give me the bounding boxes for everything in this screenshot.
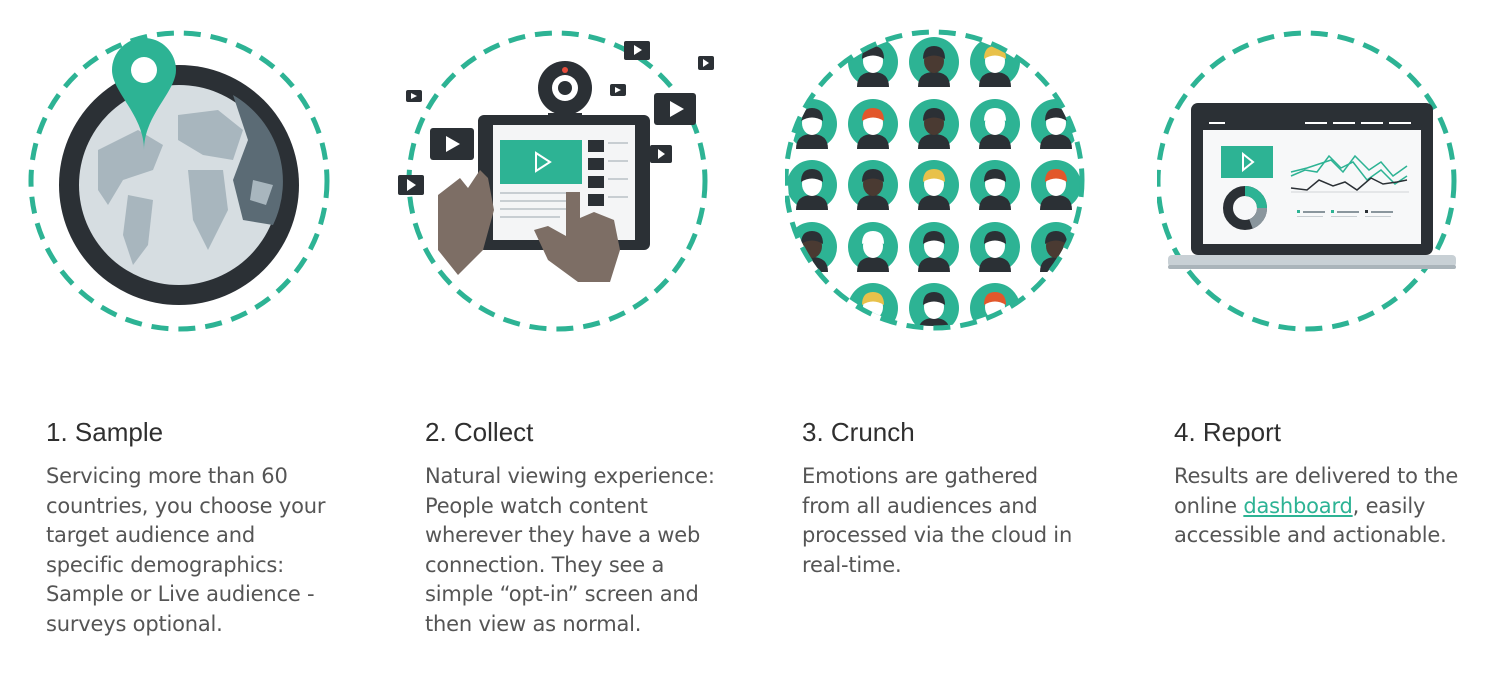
face-avatar-icon [909, 160, 959, 210]
step-title: 2. Collect [425, 417, 534, 447]
face-avatar-icon [970, 99, 1020, 149]
step-description: Results are delivered to the online dash… [1174, 464, 1459, 547]
face-avatar-icon [909, 222, 959, 272]
audience-illustration [783, 20, 1091, 345]
continent-americas [98, 130, 163, 205]
continent-europe [178, 110, 243, 160]
step-description: Servicing more than 60 countries, you ch… [46, 464, 326, 636]
continent-south-america [123, 195, 153, 265]
dashboard-link[interactable]: dashboard [1243, 493, 1353, 518]
laptop-illustration [1155, 20, 1463, 345]
face-avatar-icon [848, 222, 898, 272]
play-icon [535, 151, 552, 173]
left-hand-icon [438, 170, 494, 275]
dashed-ring [28, 30, 330, 332]
step-collect: 2. Collect Natural viewing experience: P… [425, 414, 723, 639]
face-avatar-icon [848, 160, 898, 210]
right-hand-icon [534, 192, 620, 282]
globe-illustration [28, 20, 334, 345]
legend-icon [1297, 210, 1393, 217]
continent-africa [188, 170, 228, 250]
face-avatar-icon [970, 160, 1020, 210]
floating-video-icons [398, 41, 714, 195]
dashed-ring [783, 29, 1085, 331]
step-title: 1. Sample [46, 417, 164, 447]
dashed-ring [1155, 30, 1457, 332]
line-chart-icon [1290, 154, 1409, 193]
step-title: 3. Crunch [802, 417, 915, 447]
laptop-base [1168, 255, 1456, 267]
step-description: Natural viewing experience: People watch… [425, 464, 715, 636]
webcam-icon [538, 61, 592, 119]
step-report: 4. Report Results are delivered to the o… [1174, 414, 1464, 551]
donut-chart-icon [1223, 186, 1268, 230]
face-avatar-icon [848, 99, 898, 149]
location-pin-icon [112, 38, 176, 150]
video-list-icon [500, 140, 628, 218]
face-avatar-icon [788, 160, 837, 210]
face-avatar-icon [1031, 160, 1080, 210]
play-icon [1242, 151, 1255, 173]
step-title: 4. Report [1174, 417, 1281, 447]
continent-islands [250, 180, 273, 205]
step-description: Emotions are gathered from all audiences… [802, 464, 1073, 577]
face-avatar-icon [909, 37, 959, 87]
step-crunch: 3. Crunch Emotions are gathered from all… [802, 414, 1084, 580]
tablet-illustration [398, 20, 718, 345]
dashboard-video [1221, 146, 1273, 178]
globe-night-shade [233, 95, 283, 225]
face-avatar-icon [970, 222, 1020, 272]
video-player [500, 140, 582, 184]
face-avatar-icon [909, 99, 959, 149]
step-sample: 1. Sample Servicing more than 60 countri… [46, 414, 336, 639]
faces-grid [788, 37, 1080, 326]
